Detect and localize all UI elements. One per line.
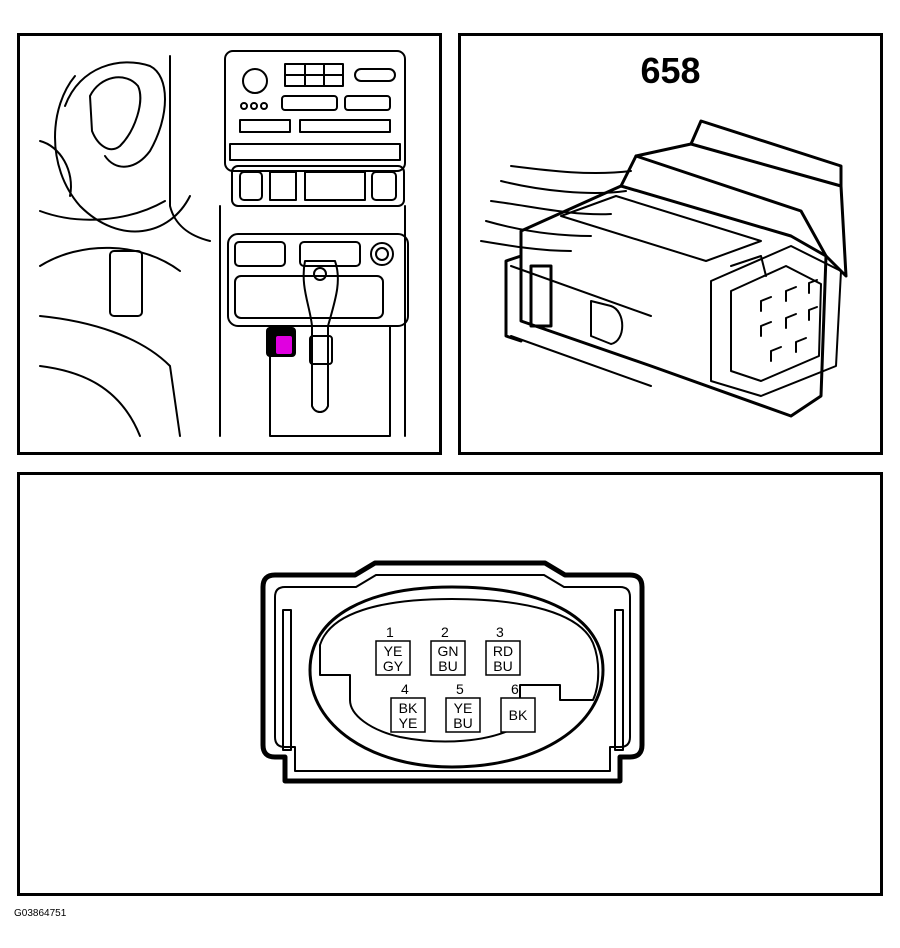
- pin-3-wire-color: RD: [493, 643, 513, 659]
- pin-6-box: [500, 697, 536, 733]
- pin-2-number: 2: [441, 624, 449, 640]
- pin-4-wire-color: YE: [399, 715, 418, 731]
- connector-isometric-drawing: [480, 119, 848, 418]
- connector-number-label: 658: [640, 50, 701, 91]
- pin-5-wire-color: BU: [453, 715, 472, 731]
- pin-3-wire-color: BU: [493, 658, 512, 674]
- pin-3-number: 3: [496, 624, 504, 640]
- pin-3-box: [485, 640, 521, 676]
- pin-1-wire-color: GY: [383, 658, 404, 674]
- pin-1-wire-color: YE: [384, 643, 403, 659]
- pin-5-box: [445, 697, 481, 733]
- location-view-panel: [17, 33, 442, 455]
- pin-2-wire-color: BU: [438, 658, 457, 674]
- pin-2-wire-color: GN: [438, 643, 459, 659]
- connector-location-highlight: [276, 336, 292, 354]
- pin-2-box: [430, 640, 466, 676]
- pin-6-number: 6: [511, 681, 519, 697]
- pin-5-number: 5: [456, 681, 464, 697]
- pin-4-number: 4: [401, 681, 409, 697]
- pin-5-wire-color: YE: [454, 700, 473, 716]
- pin-4-wire-color: BK: [399, 700, 418, 716]
- figure-code-label: G03864751: [14, 908, 67, 919]
- pin-6-wire-color: BK: [509, 707, 528, 723]
- console-location-drawing: [39, 50, 409, 437]
- pin-4-box: [390, 697, 426, 733]
- pin-1-box: [375, 640, 411, 676]
- connector-view-panel: 658: [458, 33, 883, 455]
- pin-1-number: 1: [386, 624, 394, 640]
